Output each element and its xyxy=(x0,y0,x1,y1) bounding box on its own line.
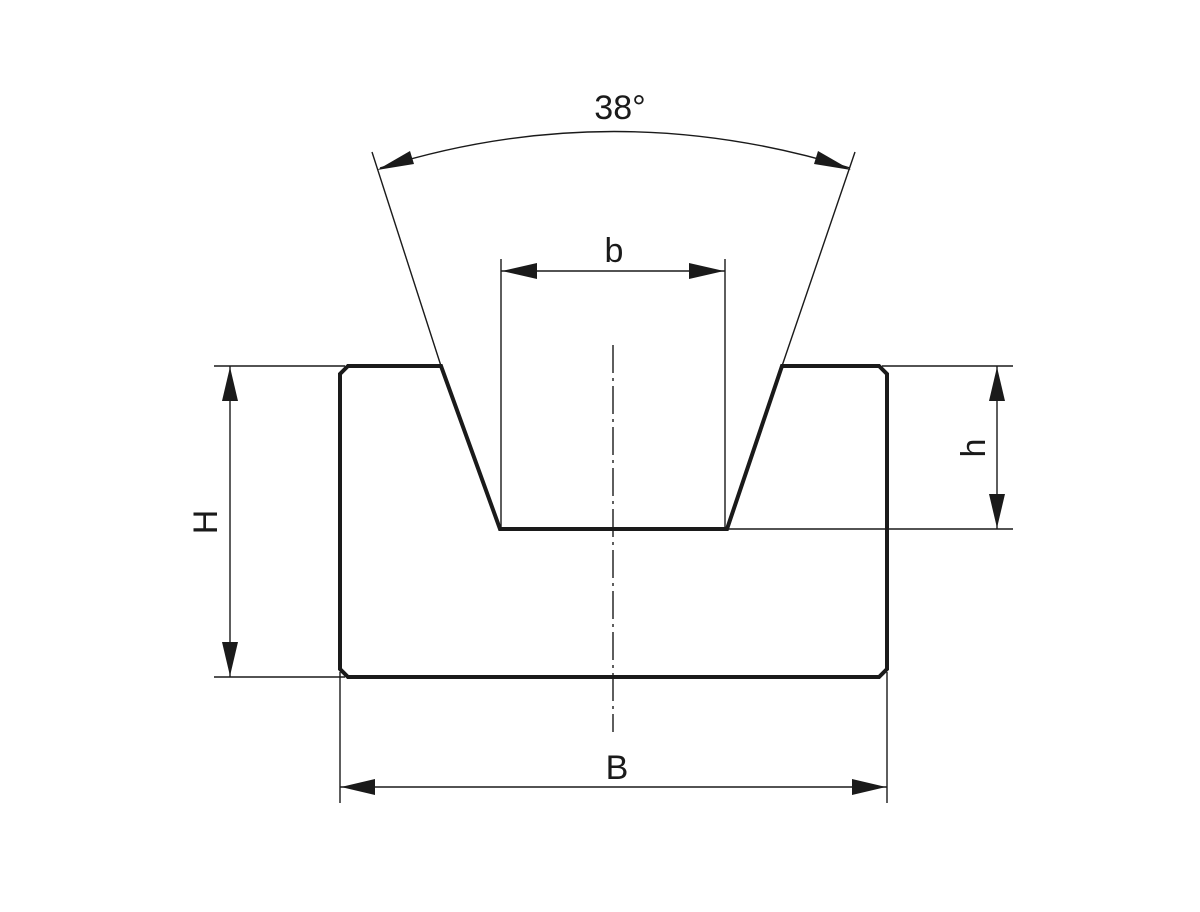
B-arrowhead-right xyxy=(852,779,886,795)
angle-arrowhead-right xyxy=(814,151,851,170)
b-label: b xyxy=(605,232,624,270)
h-label: h xyxy=(955,439,993,458)
b-arrowhead-right xyxy=(689,263,724,279)
angle-arrowhead-left xyxy=(377,151,414,170)
angle-extension-right xyxy=(781,151,856,367)
angle-extension-left xyxy=(371,151,442,367)
B-label: B xyxy=(606,749,629,787)
B-arrowhead-left xyxy=(341,779,375,795)
angle-dimension-arc xyxy=(379,130,851,169)
h-arrowhead-bottom xyxy=(989,494,1005,528)
H-arrowhead-top xyxy=(222,367,238,401)
angle-label: 38° xyxy=(594,89,645,127)
H-label: H xyxy=(187,510,225,535)
H-arrowhead-bottom xyxy=(222,642,238,676)
h-arrowhead-top xyxy=(989,367,1005,401)
b-arrowhead-left xyxy=(502,263,537,279)
